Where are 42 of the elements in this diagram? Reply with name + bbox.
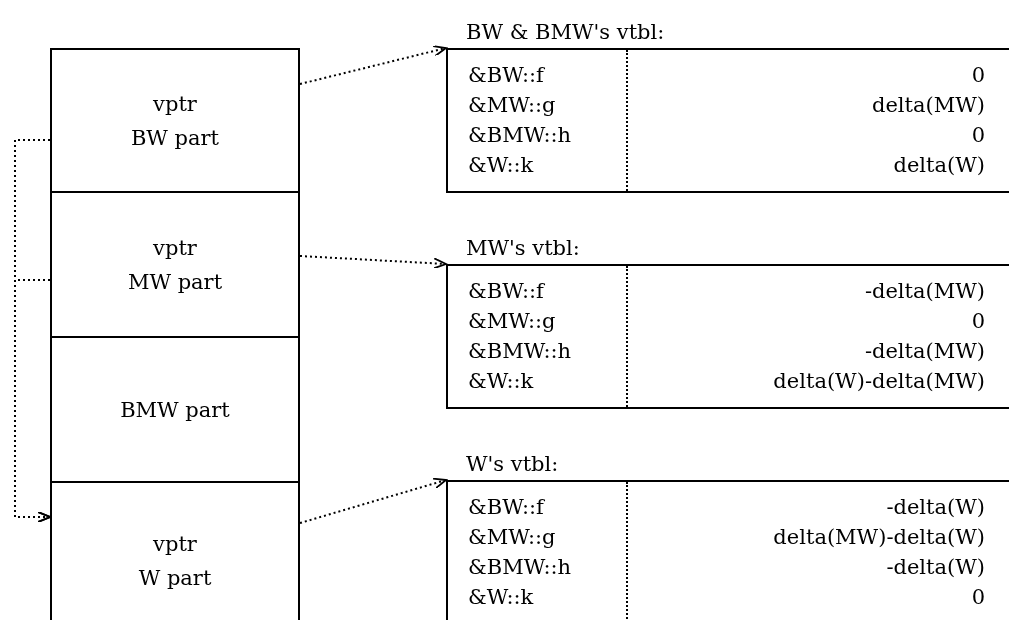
memory-block [50, 336, 300, 483]
function-entry: &W::k [467, 368, 535, 395]
offset-entry: 0 [970, 308, 986, 335]
block-label: BMW part [120, 396, 230, 424]
vtable-title: W's vtbl: [466, 451, 559, 478]
memory-block [50, 48, 300, 193]
block-label: vptr [153, 90, 197, 118]
offset-entry: delta(MW)-delta(W) [772, 524, 986, 551]
function-entry: &MW::g [467, 92, 557, 119]
offset-entry: 0 [970, 122, 986, 149]
offset-entry: -delta(W) [885, 494, 986, 521]
block-label: vptr [153, 234, 197, 262]
offset-entry: 0 [970, 584, 986, 611]
offset-entry: delta(W)-delta(MW) [772, 368, 986, 395]
function-entry: &MW::g [467, 308, 557, 335]
function-entry: &W::k [467, 584, 535, 611]
pointer-arrow [299, 255, 447, 270]
memory-block [50, 481, 300, 620]
pointer-arrow [14, 279, 51, 523]
pointer-arrow [299, 45, 447, 85]
block-label: W part [138, 565, 212, 592]
function-entry: &BW::f [467, 494, 546, 521]
vtable-title: BW & BMW's vtbl: [466, 19, 665, 46]
offset-entry: delta(W) [892, 152, 986, 179]
offset-entry: -delta(MW) [863, 278, 986, 305]
pointer-arrow [299, 477, 447, 524]
function-entry: &BMW::h [467, 338, 573, 365]
function-entry: &W::k [467, 152, 535, 179]
function-entry: &MW::g [467, 524, 557, 551]
memory-block [50, 191, 300, 338]
function-entry: &BMW::h [467, 554, 573, 581]
function-entry: &BMW::h [467, 122, 573, 149]
block-label: MW part [127, 268, 223, 296]
function-entry: &BW::f [467, 278, 546, 305]
offset-entry: -delta(MW) [863, 338, 986, 365]
vtable-title: MW's vtbl: [466, 235, 580, 262]
function-entry: &BW::f [467, 62, 546, 89]
offset-entry: delta(MW) [870, 92, 986, 119]
offset-entry: -delta(W) [885, 554, 986, 581]
offset-entry: 0 [970, 62, 986, 89]
block-label: vptr [153, 531, 197, 558]
block-label: BW part [130, 124, 220, 152]
